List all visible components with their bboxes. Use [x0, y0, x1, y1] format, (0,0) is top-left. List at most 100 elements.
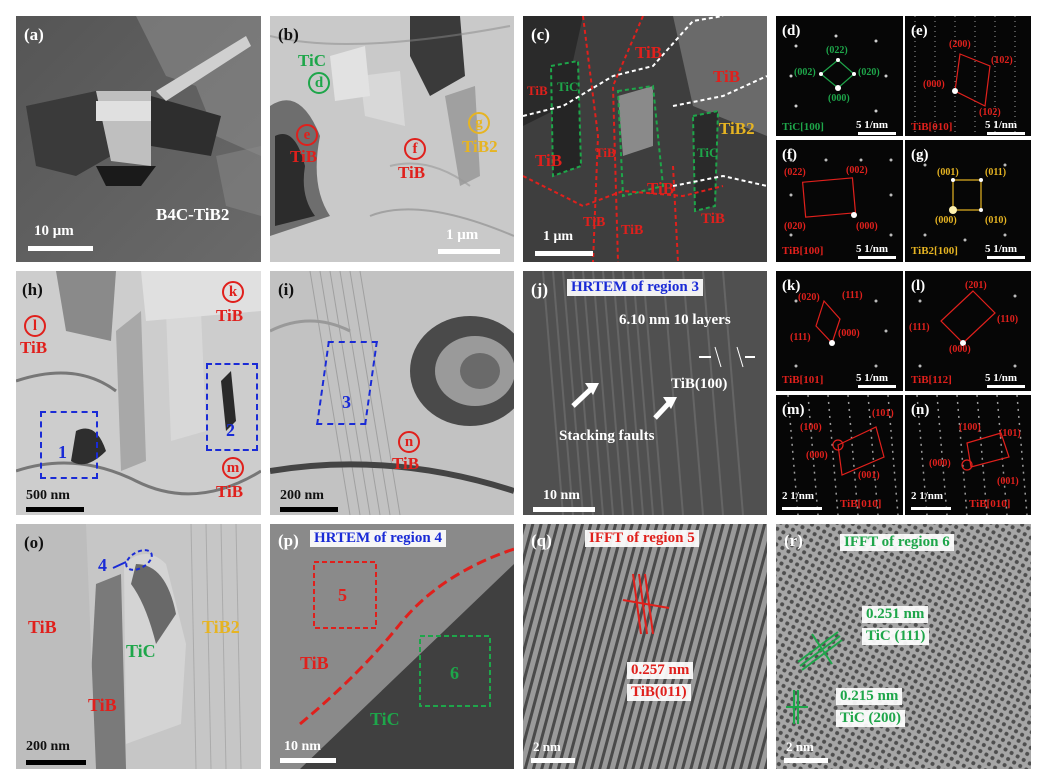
spot-index: (102)	[979, 107, 1001, 118]
spot-index: (002)	[846, 165, 868, 176]
panel-n-diffraction: (n) (100) (101) (000) (001) 2 1/nm TiB[0…	[905, 395, 1031, 515]
spot-index: (001)	[997, 476, 1019, 487]
d-spacing-label: 0.257 nm	[627, 662, 694, 679]
scale-bar	[987, 256, 1025, 259]
panel-label: (c)	[531, 25, 550, 44]
scale-bar	[987, 385, 1025, 388]
panel-label: (n)	[911, 402, 930, 418]
panel-title: IFFT of region 6	[840, 534, 954, 551]
phase-label-tic: TiC	[697, 145, 719, 160]
region-label: 1	[58, 442, 67, 462]
phase-label-tib: TiB	[647, 179, 675, 198]
scale-label: 2 1/nm	[911, 490, 944, 502]
scale-bar	[531, 758, 575, 763]
scale-label: 2 nm	[533, 739, 561, 754]
phase-label-tib: TiB	[583, 215, 606, 230]
scale-label: 2 1/nm	[782, 490, 815, 502]
phase-label-tib: TiB	[701, 211, 725, 227]
spot-index: (020)	[858, 67, 880, 78]
panel-label: (e)	[911, 23, 928, 39]
diffraction-spot-d: d	[308, 72, 330, 94]
diffraction-spot-e: e	[296, 124, 318, 146]
panel-label: (m)	[782, 402, 805, 418]
spot-index: (001)	[937, 167, 959, 178]
phase-label-tib: TiB	[713, 67, 741, 86]
spot-index: (000)	[929, 458, 951, 469]
zone-axis: TiB[010]	[969, 498, 1011, 510]
scale-bar	[858, 256, 896, 259]
scale-bar	[533, 507, 595, 512]
panel-label: (k)	[782, 278, 801, 294]
spot-index: (101)	[999, 428, 1021, 439]
region-box-1	[40, 411, 98, 479]
scale-bar	[280, 507, 338, 512]
plane-label: TiB(100)	[671, 376, 728, 392]
panel-label: (l)	[911, 278, 926, 294]
spot-index: (100)	[959, 422, 981, 433]
zone-axis: TiB[112]	[911, 374, 952, 386]
panel-label: (p)	[278, 531, 299, 550]
panel-m-diffraction: (m) (101) (100) (000) (001) 2 1/nm TiB[0…	[776, 395, 903, 515]
scale-label: 10 nm	[284, 739, 321, 754]
scale-label: 1 μm	[543, 229, 574, 244]
panel-a-sem-image: (a) B4C-TiB2 10 μm	[16, 16, 261, 262]
spot-index: (020)	[784, 221, 806, 232]
spot-index: (000)	[935, 215, 957, 226]
phase-label-tib2: TiB2	[462, 137, 498, 156]
diffraction-spot-l: l	[24, 315, 46, 337]
region-label: 2	[226, 420, 235, 440]
plane-label: TiB(011)	[627, 684, 691, 701]
spot-index: (010)	[985, 215, 1007, 226]
spot-index: (000)	[923, 79, 945, 90]
phase-label-tib: TiB	[635, 43, 663, 62]
panel-k-diffraction: (k) (020) (111) (111) (000) TiB[101] 5 1…	[776, 271, 903, 391]
panel-label: (b)	[278, 25, 299, 44]
panel-label: (a)	[24, 25, 44, 44]
scale-label: 5 1/nm	[985, 372, 1018, 384]
spot-index: (002)	[794, 67, 816, 78]
spot-index: (022)	[784, 167, 806, 178]
scale-bar	[26, 760, 86, 765]
diffraction-spot-g: g	[468, 112, 490, 134]
scale-label: 200 nm	[26, 739, 70, 754]
scale-label: 5 1/nm	[856, 119, 889, 131]
zone-axis: TiB2[100]	[911, 245, 958, 257]
phase-label-tib: TiB	[216, 482, 244, 501]
scale-label: 1 μm	[446, 227, 479, 243]
scale-label: 5 1/nm	[856, 372, 889, 384]
panel-b-tem-image: (b) TiC d e TiB f TiB g TiB2 1 μm	[270, 16, 514, 262]
diffraction-spot-f: f	[404, 138, 426, 160]
spot-index: (000)	[949, 344, 971, 355]
scale-bar	[28, 246, 93, 251]
phase-label-tib: TiB	[621, 223, 644, 238]
phase-label-tib: TiB	[290, 147, 318, 166]
panel-title: IFFT of region 5	[585, 530, 699, 547]
spot-index: (000)	[838, 328, 860, 339]
spot-index: (020)	[798, 292, 820, 303]
phase-label-tib2: TiB2	[202, 617, 240, 637]
panel-f-diffraction: (f) (022) (002) (020) (000) TiB[100] 5 1…	[776, 140, 903, 262]
panel-h-tem-image: (h) 1 2 l TiB k TiB m TiB 500 nm	[16, 271, 261, 515]
panel-e-diffraction: (e) (200) (102) (000) (102) TiB[010] 5 1…	[905, 16, 1031, 136]
panel-label: (r)	[784, 531, 803, 550]
material-label: B4C-TiB2	[156, 205, 230, 224]
spot-index: (111)	[842, 290, 863, 301]
spot-index: (001)	[858, 470, 880, 481]
region-label: 5	[338, 585, 347, 605]
scale-label: 5 1/nm	[985, 119, 1018, 131]
d-spacing-label: 0.251 nm	[862, 606, 929, 623]
phase-label-tic: TiC	[557, 79, 579, 94]
spot-index: (201)	[965, 280, 987, 291]
panel-title: HRTEM of region 4	[310, 530, 446, 547]
diffraction-spot-n: n	[398, 431, 420, 453]
scale-bar	[782, 507, 822, 510]
panel-label: (i)	[278, 280, 295, 299]
scale-bar	[535, 251, 593, 256]
region-label: 3	[342, 392, 351, 412]
scale-bar	[858, 385, 896, 388]
zone-axis: TiB[010]	[911, 121, 953, 133]
spot-index: (100)	[800, 422, 822, 433]
scale-label: 200 nm	[280, 488, 324, 503]
phase-label-tib: TiB	[28, 617, 57, 637]
panel-c-phase-map: (c) TiB TiB TiB TiB TiB TiB TiB TiB TiB …	[523, 16, 767, 262]
